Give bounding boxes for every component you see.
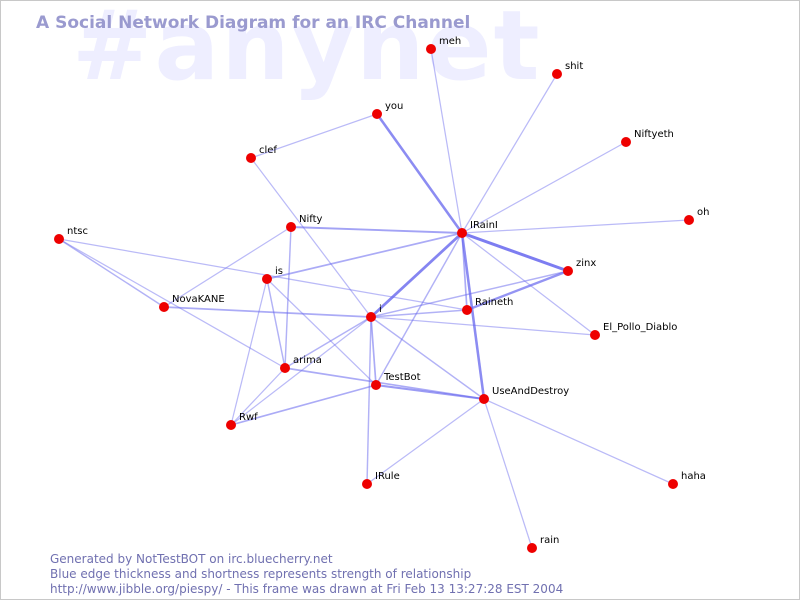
edge-you-clef xyxy=(250,113,378,159)
channel-watermark: #anynet xyxy=(72,0,542,102)
edge-IRainI-UseAndDestroy xyxy=(460,232,486,400)
footer-legend: Blue edge thickness and shortness repres… xyxy=(50,567,472,581)
edge-i-IRule xyxy=(366,316,372,485)
node-i xyxy=(366,312,376,322)
node-label-UseAndDestroy: UseAndDestroy xyxy=(492,386,569,397)
edge-i-arima xyxy=(284,316,372,369)
node-rain xyxy=(527,543,537,553)
node-label-meh: meh xyxy=(439,36,461,47)
node-label-Niftyeth: Niftyeth xyxy=(634,129,674,140)
node-NovaKANE xyxy=(159,302,169,312)
nodes-layer xyxy=(54,44,694,553)
node-arima xyxy=(280,363,290,373)
node-label-oh: oh xyxy=(697,207,709,218)
node-Nifty xyxy=(286,222,296,232)
edge-IRainI-is xyxy=(266,232,463,280)
node-label-ntsc: ntsc xyxy=(67,226,88,237)
node-zinx xyxy=(563,266,573,276)
node-label-shit: shit xyxy=(565,61,583,72)
edge-shit-IRainI xyxy=(461,73,558,234)
node-is xyxy=(262,274,272,284)
edge-NovaKANE-i xyxy=(163,306,372,318)
edge-oh-IRainI xyxy=(461,219,690,234)
node-oh xyxy=(684,215,694,225)
edge-i-El_Pollo_Diablo xyxy=(370,316,596,336)
node-label-haha: haha xyxy=(681,471,706,482)
node-Niftyeth xyxy=(621,137,631,147)
node-shit xyxy=(552,69,562,79)
node-label-i: i xyxy=(379,304,382,315)
node-you xyxy=(372,109,382,119)
node-label-TestBot: TestBot xyxy=(383,372,421,383)
node-label-you: you xyxy=(385,101,403,112)
edges-layer xyxy=(58,48,690,549)
edge-is-arima xyxy=(266,278,286,369)
node-Rwf xyxy=(226,420,236,430)
edge-UseAndDestroy-haha xyxy=(483,398,674,485)
edge-zinx-Raineth xyxy=(466,269,569,312)
edge-ntsc-Raineth xyxy=(58,238,468,311)
diagram-title: A Social Network Diagram for an IRC Chan… xyxy=(36,13,471,33)
node-ntsc xyxy=(54,234,64,244)
node-label-rain: rain xyxy=(540,535,559,546)
edge-IRainI-Nifty xyxy=(290,226,463,234)
node-label-NovaKANE: NovaKANE xyxy=(172,294,225,305)
edge-UseAndDestroy-rain xyxy=(483,398,533,549)
edge-clef-i xyxy=(250,157,372,318)
edge-Nifty-NovaKANE xyxy=(163,226,292,308)
edge-ntsc-NovaKANE xyxy=(58,238,165,308)
node-Raineth xyxy=(462,305,472,315)
edge-i-TestBot xyxy=(370,316,377,386)
footer-generated-by: Generated by NotTestBOT on irc.bluecherr… xyxy=(50,552,333,566)
edge-i-UseAndDestroy xyxy=(370,316,485,400)
node-label-zinx: zinx xyxy=(576,258,596,269)
node-IRule xyxy=(362,479,372,489)
node-label-Rwf: Rwf xyxy=(239,412,258,423)
edge-Nifty-arima xyxy=(284,226,292,369)
node-label-Raineth: Raineth xyxy=(475,297,513,308)
edge-ntsc-arima xyxy=(58,238,286,369)
node-label-is: is xyxy=(275,266,283,277)
node-haha xyxy=(668,479,678,489)
node-El_Pollo_Diablo xyxy=(590,330,600,340)
node-IRainI xyxy=(457,228,467,238)
edge-arima-Rwf xyxy=(230,367,286,426)
node-label-Nifty: Nifty xyxy=(299,214,323,225)
edge-IRainI-zinx xyxy=(461,231,569,273)
edge-you-IRainI xyxy=(375,113,464,234)
node-meh xyxy=(426,44,436,54)
node-label-IRule: IRule xyxy=(375,471,400,482)
node-label-IRainI: IRainI xyxy=(470,220,498,231)
edge-Rwf-TestBot xyxy=(230,384,377,426)
edge-meh-IRainI xyxy=(430,48,463,234)
edge-IRainI-i xyxy=(370,231,463,319)
node-label-clef: clef xyxy=(259,145,277,156)
node-UseAndDestroy xyxy=(479,394,489,404)
edge-i-Raineth xyxy=(370,309,468,318)
edge-UseAndDestroy-IRule xyxy=(366,398,485,485)
node-clef xyxy=(246,153,256,163)
footer-url-timestamp: http://www.jibble.org/piespy/ - This fra… xyxy=(50,582,564,596)
edge-zinx-i xyxy=(370,270,569,318)
edge-Niftyeth-IRainI xyxy=(461,141,627,234)
edge-TestBot-UseAndDestroy xyxy=(375,383,485,401)
edge-is-Rwf xyxy=(230,278,268,426)
node-label-arima: arima xyxy=(293,355,322,366)
edge-IRainI-El_Pollo_Diablo xyxy=(461,232,596,336)
node-label-El_Pollo_Diablo: El_Pollo_Diablo xyxy=(603,322,677,333)
edge-is-TestBot xyxy=(266,278,377,386)
edge-IRainI-TestBot xyxy=(375,232,463,386)
node-TestBot xyxy=(371,380,381,390)
